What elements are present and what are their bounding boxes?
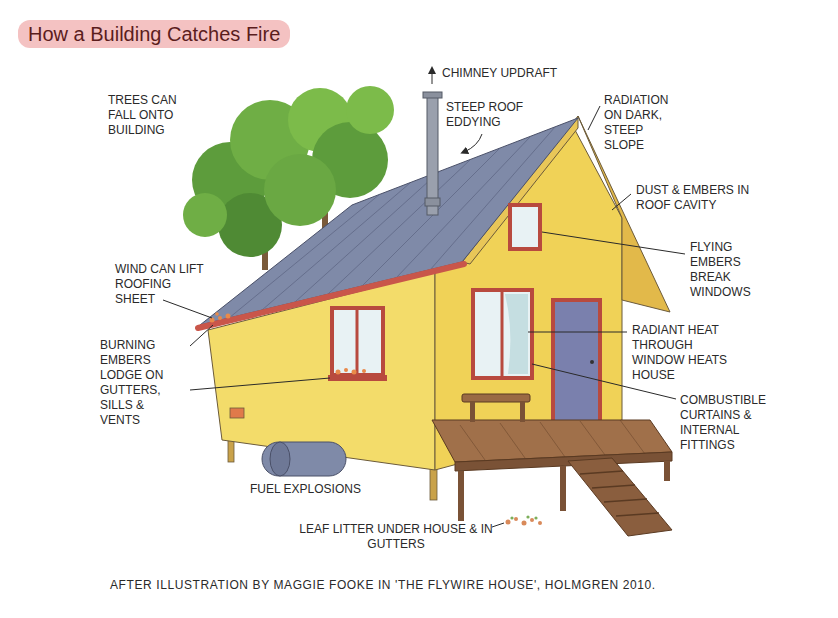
- callout-label: CHIMNEY UPDRAFT: [442, 66, 557, 81]
- caption: AFTER ILLUSTRATION BY MAGGIE FOOKE IN 'T…: [110, 578, 656, 593]
- callout-label: FUEL EXPLOSIONS: [250, 482, 361, 497]
- callout-label: BURNING EMBERS LODGE ON GUTTERS, SILLS &…: [100, 338, 184, 428]
- callout-label: FLYING EMBERS BREAK WINDOWS: [690, 240, 772, 300]
- callout-label: RADIATION ON DARK, STEEP SLOPE: [604, 93, 686, 153]
- callout-label: COMBUSTIBLE CURTAINS & INTERNAL FITTINGS: [680, 393, 780, 453]
- callout-label: LEAF LITTER UNDER HOUSE & IN GUTTERS: [276, 522, 516, 552]
- callout-label: TREES CAN FALL ONTO BUILDING: [108, 93, 188, 138]
- callout-label: STEEP ROOF EDDYING: [446, 100, 536, 130]
- leader-lines: [163, 70, 685, 527]
- callout-label: RADIANT HEAT THROUGH WINDOW HEATS HOUSE: [632, 323, 737, 383]
- title: How a Building Catches Fire: [18, 20, 290, 48]
- callout-label: DUST & EMBERS IN ROOF CAVITY: [636, 183, 771, 213]
- callout-label: WIND CAN LIFT ROOFING SHEET: [115, 262, 205, 307]
